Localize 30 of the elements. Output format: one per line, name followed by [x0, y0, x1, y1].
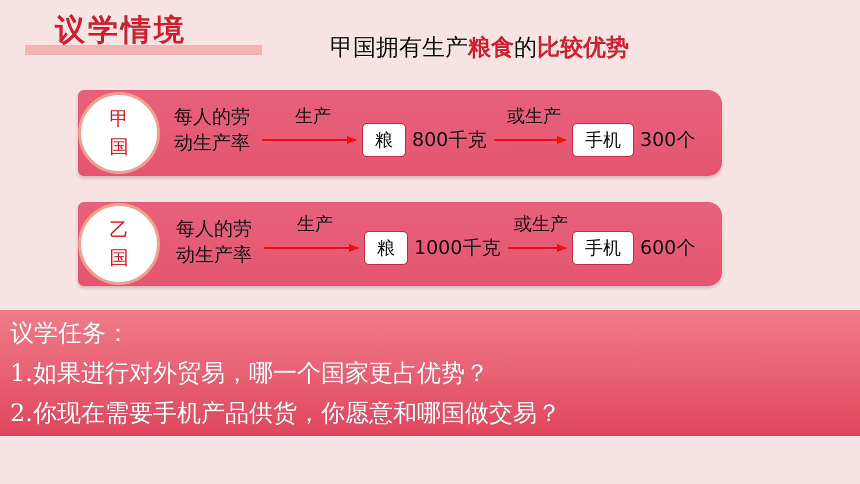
- country-badge: [78, 203, 160, 285]
- product-label: 粮: [364, 231, 408, 265]
- subtitle-text: 甲国拥有生产粮食的比较优势: [330, 33, 629, 63]
- arrow: [262, 136, 357, 144]
- country-band: [78, 202, 722, 286]
- edge-label: 或生产: [507, 105, 562, 128]
- country-name: 甲国: [109, 107, 129, 160]
- section-title: 议学情境: [55, 12, 187, 50]
- product-label: 手机: [572, 123, 634, 157]
- edge-label: 生产: [297, 213, 333, 236]
- productivity-text: 每人的劳动生产率: [176, 216, 256, 268]
- country-band: [78, 90, 722, 176]
- edge-label: 生产: [295, 105, 331, 128]
- quantity-text: 300个: [640, 128, 696, 153]
- product-label: 手机: [572, 231, 634, 265]
- arrow: [508, 244, 567, 252]
- task-banner: [0, 310, 860, 436]
- task-question: 1.如果进行对外贸易，哪一个国家更占优势？: [10, 358, 490, 389]
- edge-label: 或生产: [514, 213, 568, 236]
- quantity-text: 1000千克: [414, 236, 500, 261]
- arrow: [494, 136, 567, 144]
- task-question: 2.你现在需要手机产品供货，你愿意和哪国做交易？: [10, 398, 562, 429]
- country-badge: [78, 92, 160, 174]
- task-heading: 议学任务：: [10, 318, 131, 349]
- quantity-text: 800千克: [412, 128, 486, 153]
- product-label: 粮: [362, 123, 406, 157]
- productivity-text: 每人的劳动生产率: [174, 104, 254, 156]
- arrow: [264, 244, 359, 252]
- country-name: 乙国: [109, 218, 129, 271]
- quantity-text: 600个: [640, 236, 696, 261]
